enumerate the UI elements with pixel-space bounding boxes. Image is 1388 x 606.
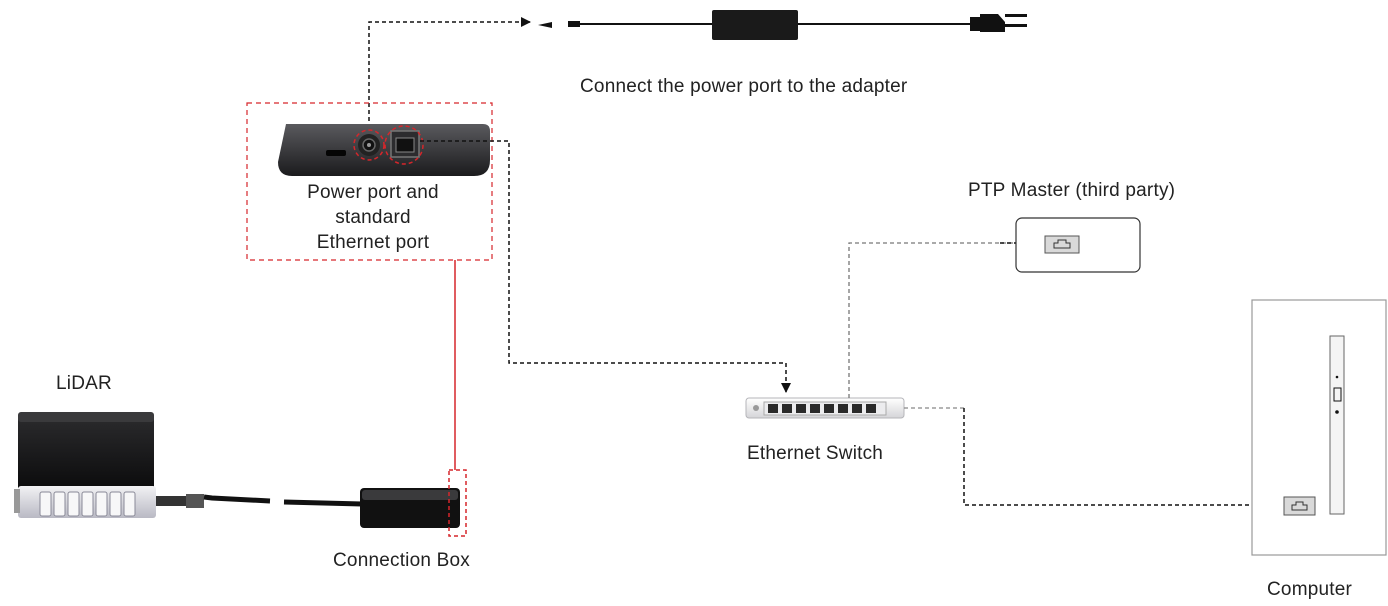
ethernet-port-icon: [1283, 496, 1316, 516]
ethernet-switch-icon: [745, 397, 905, 419]
power-plug-icon: [970, 14, 1027, 32]
lidar-device-icon: [14, 412, 363, 518]
lidar-label: LiDAR: [56, 373, 112, 394]
rj45-port-icon: [384, 125, 424, 165]
port-label-line-2: standard: [335, 207, 411, 228]
port-highlight-frame: [246, 102, 493, 261]
port-label-line-3: Ethernet port: [316, 232, 430, 253]
computer-label: Computer: [1267, 579, 1353, 600]
usb-port-icon: [326, 150, 346, 156]
dc-plug-tip-icon: [538, 22, 552, 28]
power-adapter: [538, 10, 1027, 40]
ethernet-to-switch-line: [420, 140, 791, 393]
dc-jack-icon: [353, 129, 385, 161]
power-connection-line: [368, 17, 531, 135]
ptp-master-label: PTP Master (third party): [968, 180, 1176, 201]
ethernet-port-icon: [1044, 235, 1080, 254]
ethernet-switch-label: Ethernet Switch: [747, 443, 884, 464]
interface-box: [278, 124, 490, 176]
connection-box-label: Connection Box: [333, 550, 470, 571]
port-label-line-1: Power port and: [307, 182, 439, 203]
adapter-label: Connect the power port to the adapter: [580, 76, 908, 97]
switch-to-ptp-line-gray: [848, 242, 1042, 398]
power-brick-icon: [712, 10, 798, 40]
connection-box-icon: [360, 469, 467, 537]
ptp-master-device-icon: [1015, 217, 1141, 273]
switch-to-computer-line: [963, 408, 1279, 510]
computer-tower-icon: [1251, 299, 1387, 556]
